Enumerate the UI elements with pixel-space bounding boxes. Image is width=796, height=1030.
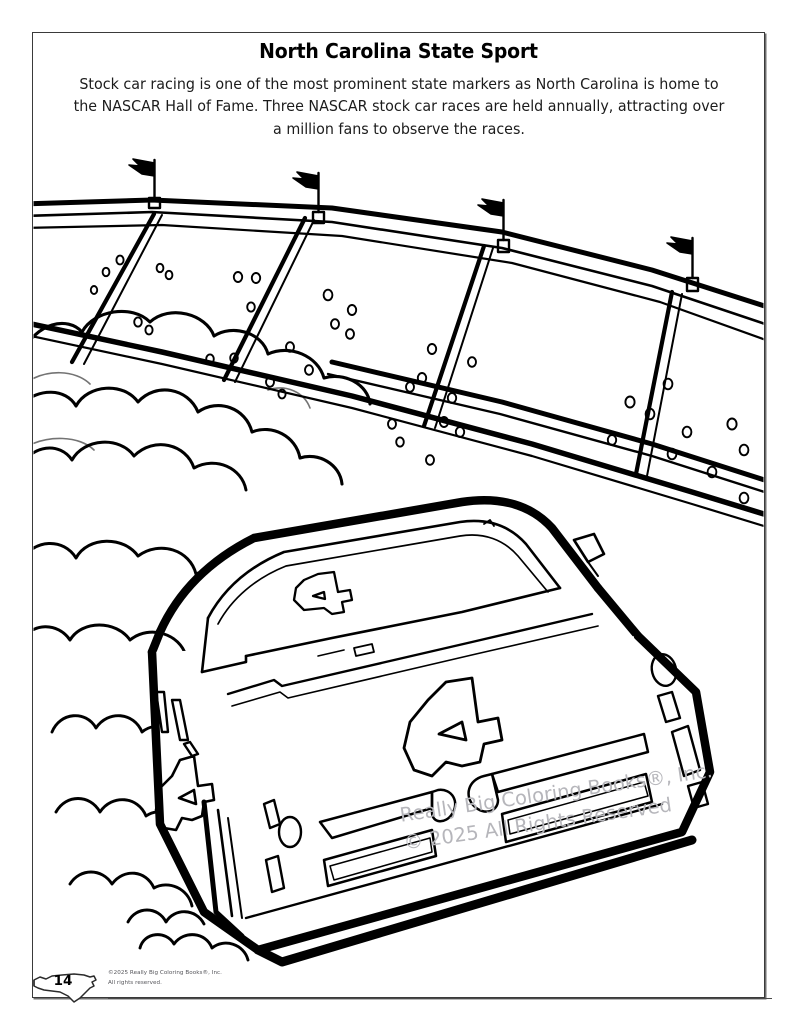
north-carolina-state-icon (33, 973, 97, 1003)
crowd-dots (89, 254, 750, 505)
side-vents (154, 690, 200, 758)
rear-right-lamps (650, 653, 710, 810)
page-footer: 14 ©2025 Really Big Coloring Books®, Inc… (32, 958, 772, 1014)
stock-car (147, 496, 715, 967)
rear-left-lamps (262, 798, 303, 894)
taillight-left (318, 788, 457, 888)
copyright-line-2: All rights reserved. (108, 979, 162, 986)
rear-number-decal (402, 676, 504, 778)
flag-3 (477, 198, 511, 254)
roof-number-decal (292, 570, 354, 616)
footer-divider (108, 998, 772, 999)
side-number-decal (154, 754, 216, 832)
page-description: Stock car racing is one of the most prom… (73, 74, 724, 138)
illustration-svg (33, 158, 764, 967)
coloring-illustration (32, 32, 765, 998)
footer-copyright: ©2025 Really Big Coloring Books®, Inc. A… (108, 969, 222, 988)
taillight-right (467, 732, 654, 844)
page-border-frame (32, 32, 765, 998)
flag-2 (292, 171, 326, 225)
flag-4 (666, 236, 700, 293)
header-block: North Carolina State Sport Stock car rac… (46, 34, 751, 140)
page-number: 14 (53, 973, 73, 989)
copyright-line-1: ©2025 Really Big Coloring Books®, Inc. (108, 970, 222, 976)
page-title: North Carolina State Sport (259, 39, 538, 63)
flag-1 (128, 158, 162, 210)
grandstand-group (33, 158, 764, 528)
smoke-clouds (33, 309, 372, 962)
roof-hatch (572, 532, 606, 577)
